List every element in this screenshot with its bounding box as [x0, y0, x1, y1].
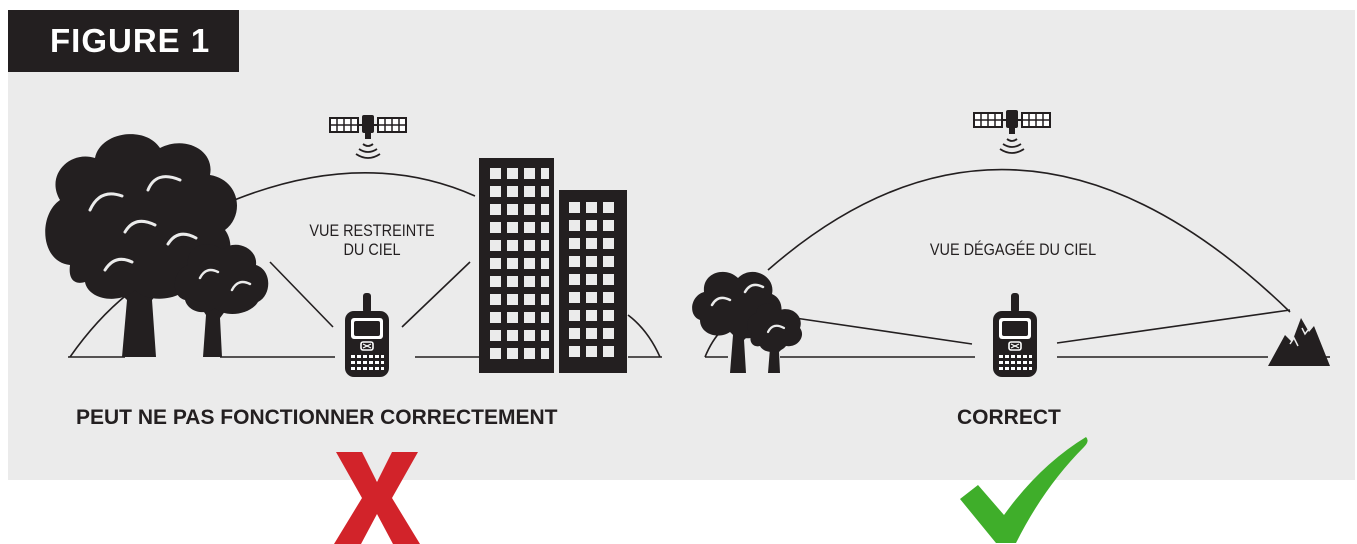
open-sky-label: VUE DÉGAGÉE DU CIEL — [911, 240, 1115, 259]
gps-device-icon — [345, 293, 389, 377]
right-caption: CORRECT — [957, 406, 1061, 430]
tall-building-icon — [479, 158, 554, 373]
mountain-icon — [1268, 318, 1330, 366]
right-sky-arc-edge — [628, 315, 660, 357]
restricted-sky-label-line1: VUE RESTREINTE — [296, 221, 449, 240]
red-x-icon — [332, 452, 422, 544]
left-caption: PEUT NE PAS FONCTIONNER CORRECTEMENT — [76, 406, 557, 430]
restricted-sky-label-line2: DU CIEL — [296, 240, 449, 259]
sight-line — [402, 262, 470, 327]
satellite-icon — [974, 110, 1050, 153]
sight-line — [795, 318, 972, 344]
satellite-icon — [330, 115, 406, 158]
left-sky-arc — [220, 173, 475, 206]
short-building-icon — [559, 190, 627, 373]
restricted-sky-label: VUE RESTREINTE DU CIEL — [296, 221, 449, 259]
tree-cluster-icon — [692, 272, 802, 373]
sight-line — [270, 262, 333, 327]
green-check-icon — [960, 437, 1090, 544]
small-tree-icon — [175, 244, 268, 357]
gps-device-icon — [993, 293, 1037, 377]
sight-line — [1057, 310, 1290, 343]
